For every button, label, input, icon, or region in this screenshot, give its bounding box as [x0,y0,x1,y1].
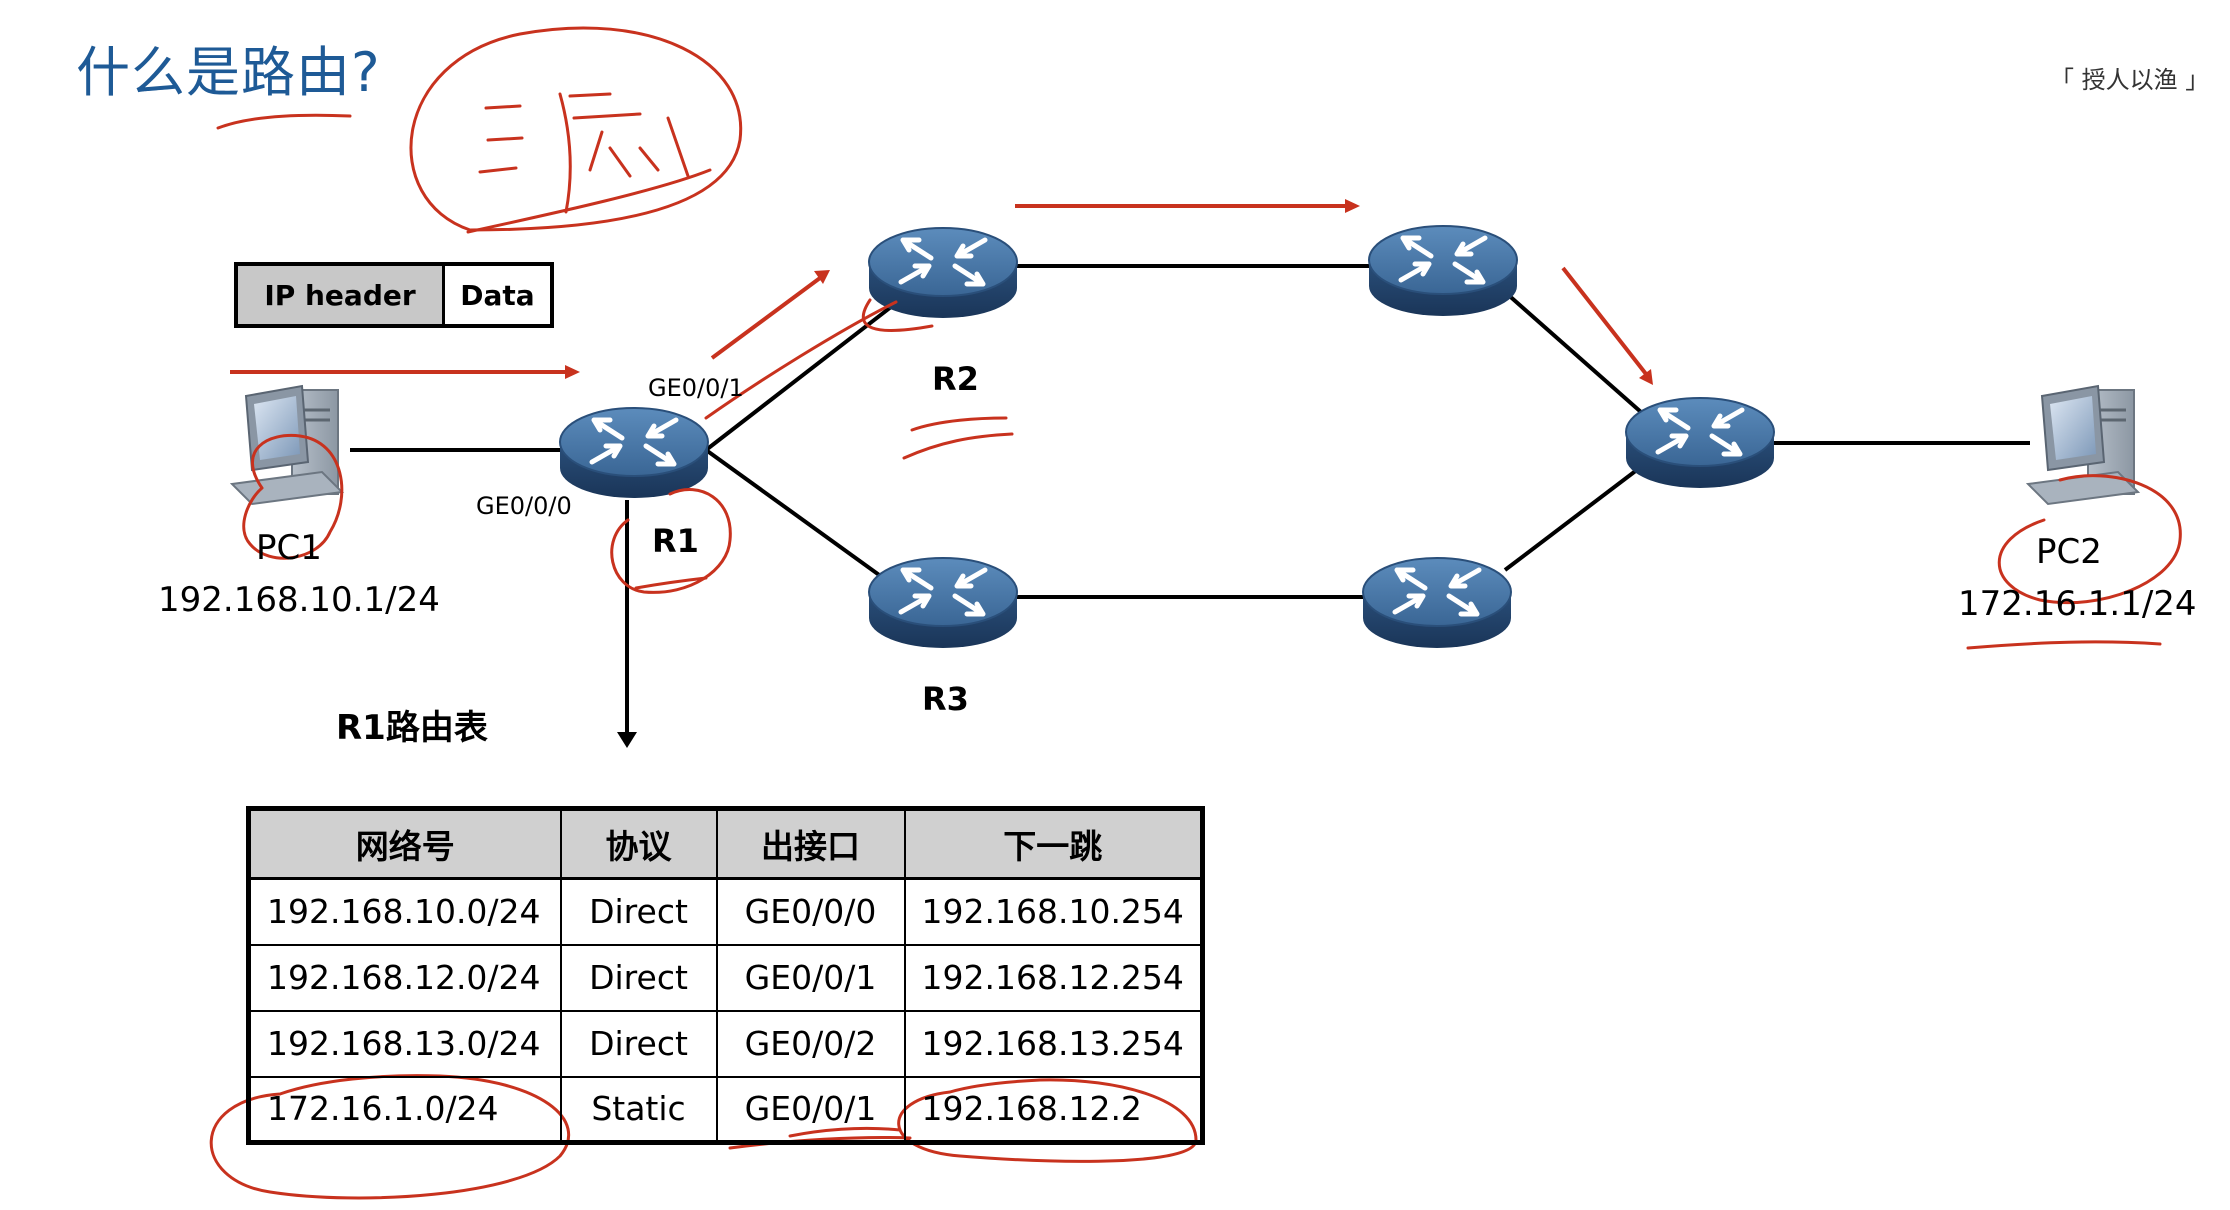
cell-protocol: Static [559,1075,718,1144]
router-icon-r6[interactable] [1626,398,1774,488]
traffic-flow-arrows [230,199,1653,385]
title-underline [216,113,352,130]
cell-network: 192.168.12.0/24 [247,943,562,1012]
table-row: 192.168.13.0/24 Direct GE0/0/2 192.168.1… [247,1009,1204,1078]
r2-label: R2 [932,360,979,398]
r1-port-ge000: GE0/0/0 [476,492,572,520]
cell-protocol: Direct [559,943,718,1012]
cell-nexthop: 192.168.12.254 [903,943,1204,1012]
page-title: 什么是路由? [76,41,381,104]
router-icon-r4[interactable] [1369,226,1517,316]
r1-to-r2-scribble [704,300,898,420]
link-r1-r3 [704,448,902,592]
table-pointer-arrow [617,500,637,748]
table-row: 172.16.1.0/24 Static GE0/0/1 192.168.12.… [247,1075,1204,1144]
cell-interface: GE0/0/0 [715,877,906,946]
cell-network: 192.168.10.0/24 [247,877,562,946]
cell-nexthop: 192.168.13.254 [903,1009,1204,1078]
r1-label: R1 [652,522,699,560]
r1-port-ge001: GE0/0/1 [648,374,744,402]
pc1-circle [242,433,344,560]
pc2-circle [1997,474,2182,605]
computer-icon-pc2[interactable] [2026,384,2140,506]
link-r5-r6 [1503,458,1652,572]
r2-mark [862,298,1014,460]
r3-label: R3 [922,680,969,718]
brand-tagline: 「 授人以渔 」 [2050,66,2210,94]
computer-icon-pc1[interactable] [230,384,344,506]
cell-protocol: Direct [559,1009,718,1078]
cell-network: 172.16.1.0/24 [247,1075,562,1144]
cell-interface: GE0/0/1 [715,943,906,1012]
router-icon-r5[interactable] [1363,558,1511,648]
link-r4-r6 [1503,290,1652,422]
title-circle [409,26,743,232]
r1-underline [634,576,708,590]
table-row: 192.168.12.0/24 Direct GE0/0/1 192.168.1… [247,943,1204,1012]
cell-interface: GE0/0/1 [715,1075,906,1144]
routing-table-title: R1路由表 [336,708,488,748]
column-header-network: 网络号 [247,807,562,880]
pc1-ip: 192.168.10.1/24 [158,580,440,620]
cell-nexthop: 192.168.12.2 [903,1075,1204,1144]
routing-table: 网络号 协议 出接口 下一跳 192.168.10.0/24 Direct GE… [246,806,1205,1145]
title-circle-tail [466,168,712,234]
router-icon-r3[interactable] [869,558,1017,648]
table-row: 192.168.10.0/24 Direct GE0/0/0 192.168.1… [247,877,1204,946]
cell-nexthop: 192.168.10.254 [903,877,1204,946]
cell-network: 192.168.13.0/24 [247,1009,562,1078]
network-links [350,264,2030,599]
column-header-protocol: 协议 [559,807,718,880]
routing-table-header-row: 网络号 协议 出接口 下一跳 [247,807,1204,880]
packet-data: Data [445,266,550,324]
pc2-ip: 172.16.1.1/24 [1958,584,2197,624]
column-header-nexthop: 下一跳 [903,807,1204,880]
router-icon-r1[interactable] [560,408,708,498]
cell-interface: GE0/0/2 [715,1009,906,1078]
pc2-label: PC2 [2036,532,2102,572]
column-header-interface: 出接口 [715,807,906,880]
pc1-label: PC1 [256,528,322,568]
packet-ip-header: IP header [238,266,445,324]
cell-protocol: Direct [559,877,718,946]
ip-packet: IP header Data [234,262,554,328]
pc2-underline [1966,640,2162,650]
three-layer-scribble [478,92,690,214]
